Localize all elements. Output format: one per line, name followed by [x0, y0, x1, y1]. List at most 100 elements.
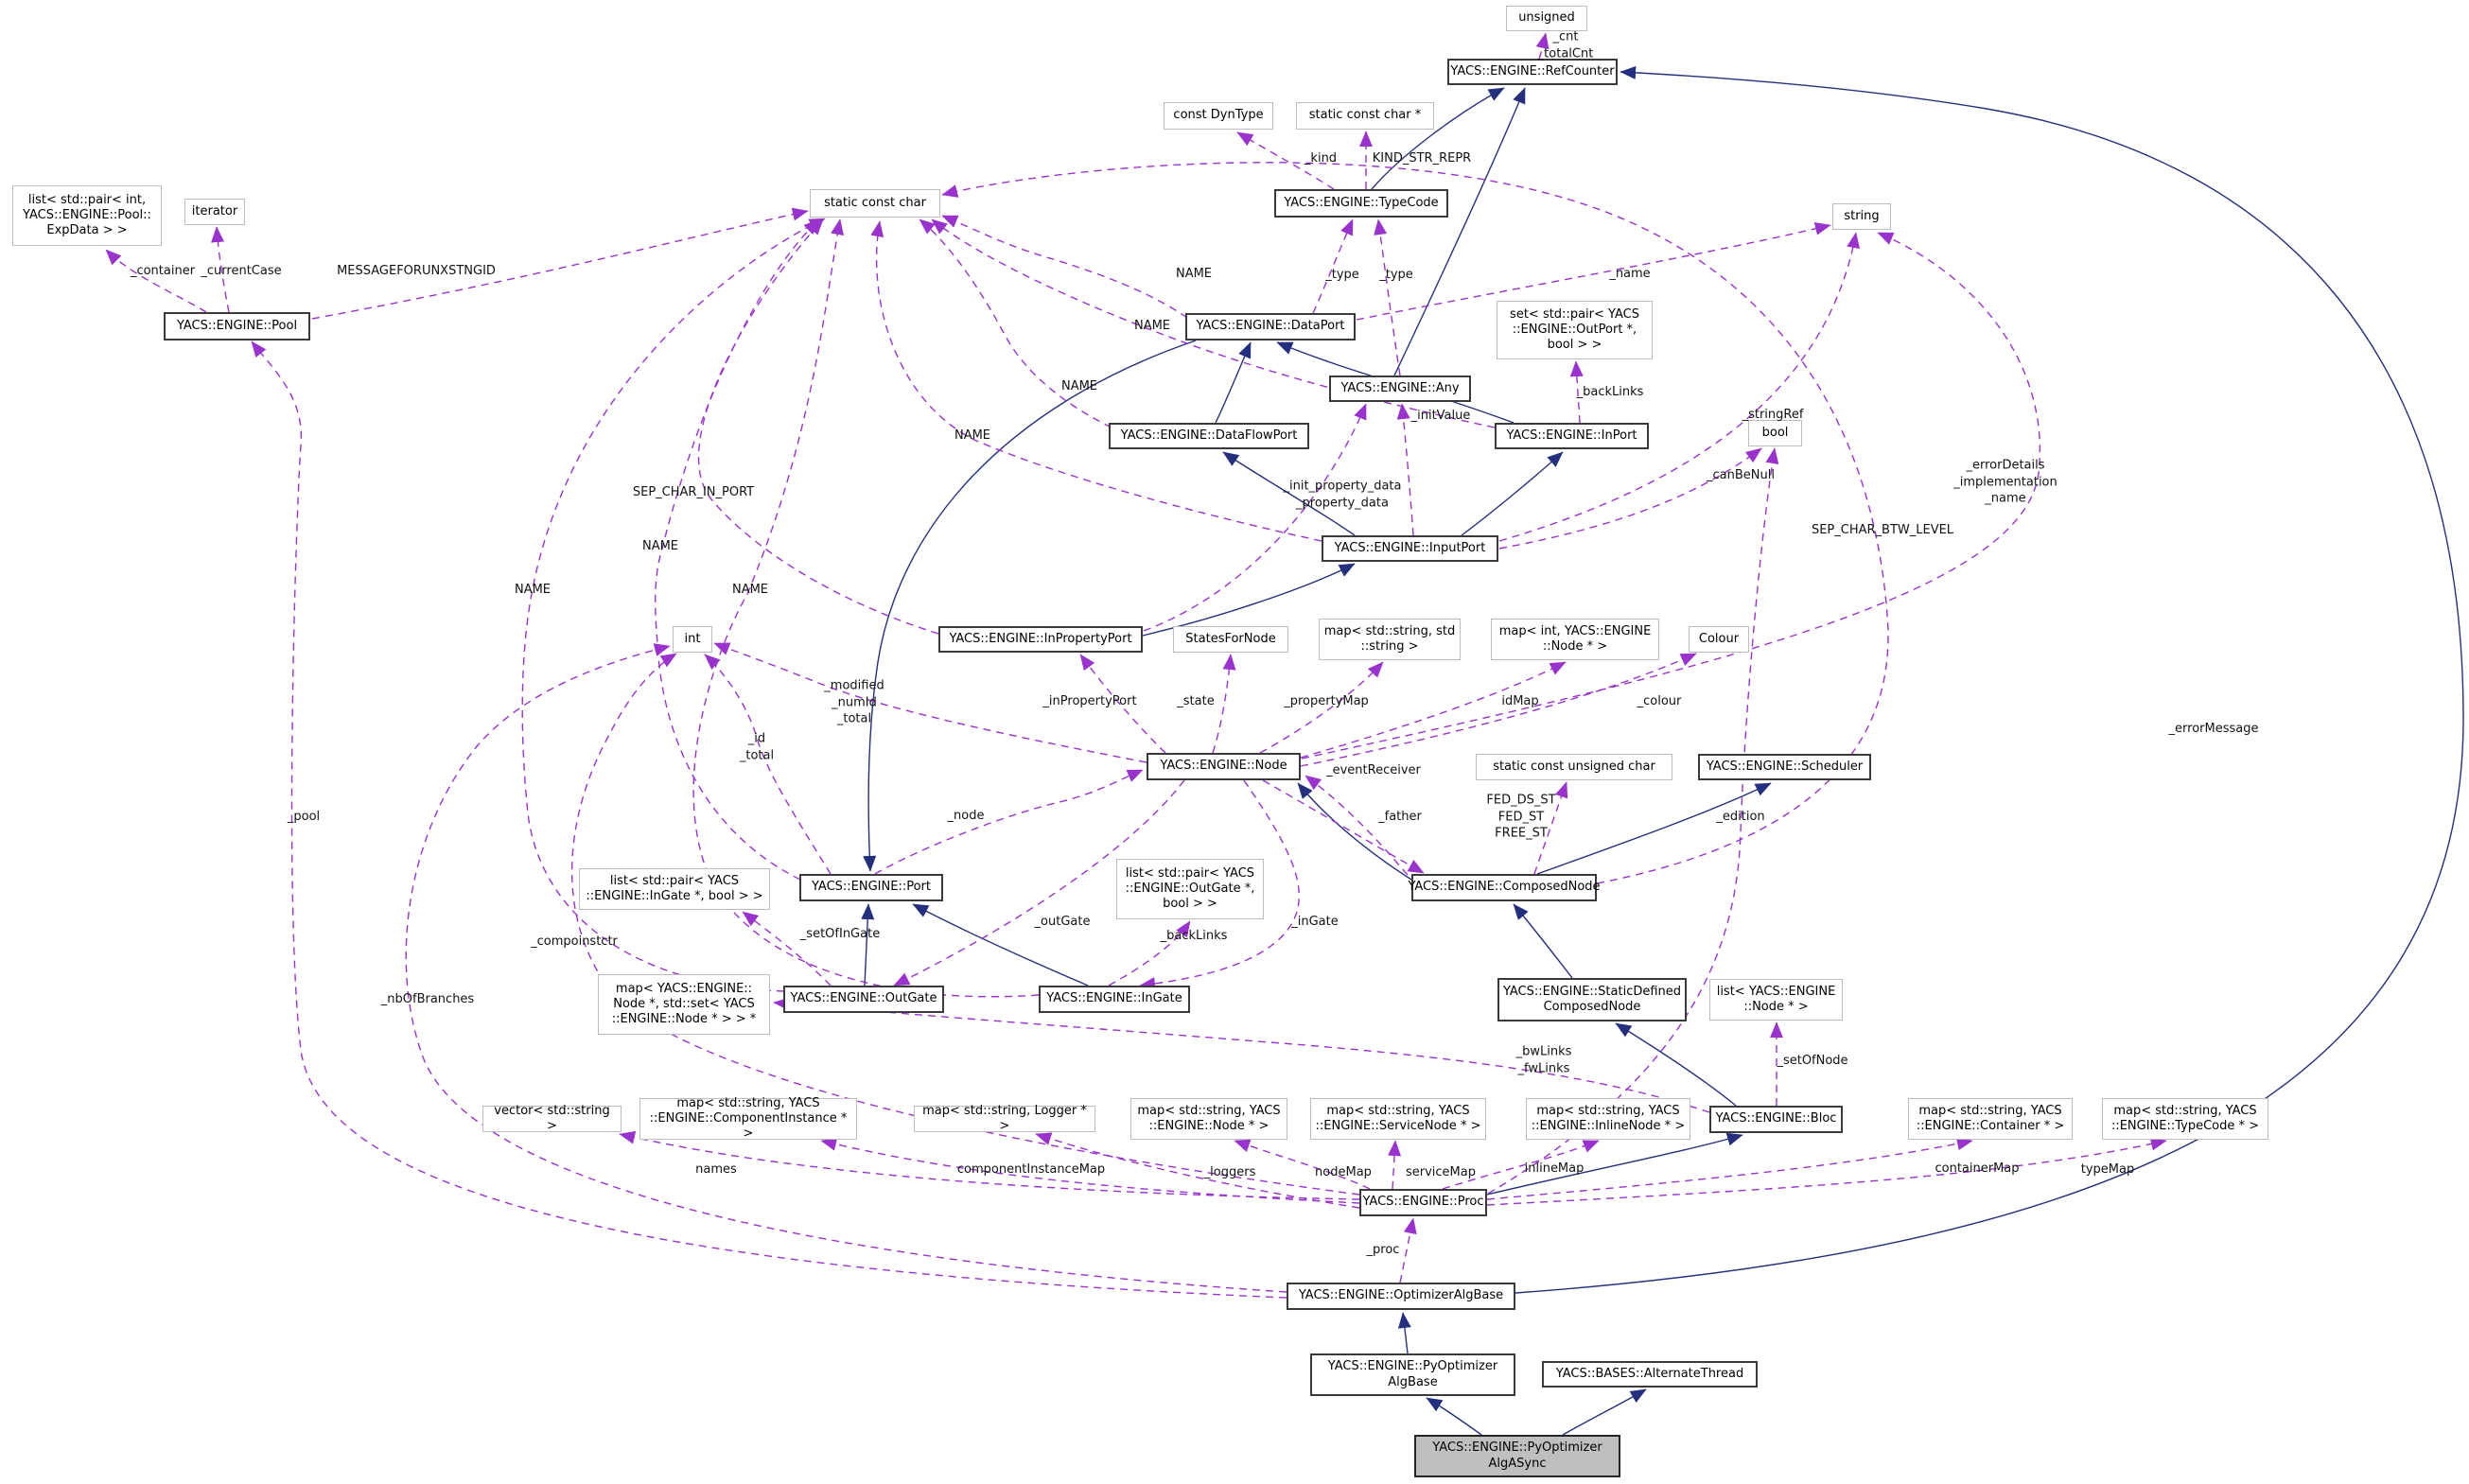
type-node-int: int	[673, 626, 712, 653]
edge-label-canbenull: _canBeNull	[1707, 468, 1775, 483]
edge-label-fed-states: FED_DS_ST FED_ST FREE_ST	[1486, 793, 1556, 841]
edge-label-compoinstctr: _compoinstctr	[531, 934, 618, 950]
edge-label-eventreceiver: _eventReceiver	[1326, 763, 1421, 778]
type-node-static-const-char-ptr: static const char *	[1296, 102, 1434, 130]
type-node-map-servicenode: map< std::string, YACS ::ENGINE::Service…	[1310, 1098, 1486, 1140]
class-node-scheduler[interactable]: YACS::ENGINE::Scheduler	[1698, 754, 1871, 780]
type-node-map-string-string: map< std::string, std ::string >	[1319, 619, 1461, 660]
type-node-const-dyntype: const DynType	[1164, 102, 1273, 130]
type-node-map-typecode: map< std::string, YACS ::ENGINE::TypeCod…	[2102, 1098, 2268, 1140]
edge-label-id-total: _id _total	[739, 731, 775, 762]
edge-label-init-property-data: _init_property_data _property_data	[1283, 479, 1402, 510]
type-node-set-outport-bool: set< std::pair< YACS ::ENGINE::OutPort *…	[1497, 301, 1653, 359]
edge-label-loggers: _loggers	[1203, 1165, 1256, 1180]
edge-label-pool: _pool	[287, 810, 321, 825]
class-node-bloc[interactable]: YACS::ENGINE::Bloc	[1709, 1106, 1843, 1133]
edge-label-father: _father	[1378, 810, 1422, 825]
edge-label-inpropertyport: _inPropertyPort	[1042, 694, 1137, 709]
edge-label-cnt-totalcnt: _cnt _totalCnt	[1537, 29, 1594, 61]
edge-label-messageforunxstngid: MESSAGEFORUNXSTNGID	[337, 264, 496, 279]
class-node-refcounter[interactable]: YACS::ENGINE::RefCounter	[1447, 59, 1618, 85]
class-node-alternatethread[interactable]: YACS::BASES::AlternateThread	[1542, 1361, 1758, 1388]
type-node-map-componentinstance: map< std::string, YACS ::ENGINE::Compone…	[639, 1096, 857, 1141]
class-node-optimizeralgbase[interactable]: YACS::ENGINE::OptimizerAlgBase	[1287, 1283, 1515, 1310]
edge-label-componentinstancemap: componentInstanceMap	[956, 1162, 1106, 1178]
edge-label-kind: _kind	[1304, 151, 1338, 166]
edge-label-name-member: _name	[1609, 267, 1651, 282]
class-node-any[interactable]: YACS::ENGINE::Any	[1329, 375, 1471, 402]
edge-label-node: _node	[947, 809, 985, 824]
edge-label-initvalue: _initValue	[1410, 409, 1471, 424]
class-node-inpropertyport[interactable]: YACS::ENGINE::InPropertyPort	[938, 626, 1143, 653]
edge-label-colour: _colour	[1637, 694, 1682, 709]
edge-label-name-port: NAME	[641, 539, 679, 554]
class-node-pool[interactable]: YACS::ENGINE::Pool	[164, 312, 310, 340]
edge-label-errormessage: _errorMessage	[2168, 722, 2259, 737]
class-node-inputport[interactable]: YACS::ENGINE::InputPort	[1322, 535, 1498, 562]
type-node-list-outgate-bool: list< std::pair< YACS ::ENGINE::OutGate …	[1116, 859, 1264, 919]
edge-label-backlinks-ingate: _backLinks	[1160, 929, 1228, 944]
type-node-map-container: map< std::string, YACS ::ENGINE::Contain…	[1908, 1098, 2073, 1140]
edge-label-names: names	[695, 1162, 737, 1178]
edge-label-nodemap: nodeMap	[1315, 1165, 1372, 1180]
class-node-typecode[interactable]: YACS::ENGINE::TypeCode	[1274, 189, 1448, 218]
edge-label-state: _state	[1177, 694, 1215, 709]
edge-label-edition: _edition	[1716, 810, 1765, 825]
edge-label-name-ingate: NAME	[731, 583, 769, 598]
edge-label-backlinks-inport: _backLinks	[1576, 385, 1644, 400]
type-node-unsigned: unsigned	[1506, 6, 1587, 31]
type-node-map-node-set: map< YACS::ENGINE:: Node *, std::set< YA…	[598, 974, 770, 1035]
type-node-map-int-node: map< int, YACS::ENGINE ::Node * >	[1491, 619, 1659, 660]
edge-label-containermap: containerMap	[1935, 1161, 2020, 1177]
edge-label-sep-char-in-port: SEP_CHAR_IN_PORT	[632, 485, 755, 500]
type-node-static-const-char: static const char	[810, 189, 940, 218]
edge-label-sep-char-btw-level: SEP_CHAR_BTW_LEVEL	[1811, 523, 1954, 538]
edge-label-type-any: _type	[1379, 268, 1413, 283]
type-node-colour: Colour	[1689, 626, 1749, 653]
edge-label-name-inport: NAME	[1133, 319, 1171, 334]
class-node-inport[interactable]: YACS::ENGINE::InPort	[1495, 423, 1649, 449]
class-node-dataport[interactable]: YACS::ENGINE::DataPort	[1185, 313, 1356, 340]
edge-label-inlinemap: inlineMap	[1524, 1161, 1585, 1177]
edge-label-ingate: _inGate	[1291, 915, 1339, 930]
type-node-map-logger: map< std::string, Logger * >	[914, 1104, 1095, 1133]
edge-label-container: _container	[130, 264, 196, 279]
type-node-map-inlinenode: map< std::string, YACS ::ENGINE::InlineN…	[1526, 1098, 1690, 1140]
edge-label-name-outgate: NAME	[514, 583, 552, 598]
class-node-pyoptimizeralgbase[interactable]: YACS::ENGINE::PyOptimizer AlgBase	[1310, 1353, 1515, 1396]
type-node-iterator: iterator	[184, 199, 245, 225]
edge-label-typemap: typeMap	[2080, 1162, 2135, 1178]
type-node-list-expdata: list< std::pair< int, YACS::ENGINE::Pool…	[12, 185, 162, 246]
edge-label-name-dataflowport: NAME	[1060, 379, 1098, 394]
edge-label-type-dataport: _type	[1325, 268, 1359, 283]
class-node-port[interactable]: YACS::ENGINE::Port	[799, 874, 943, 901]
class-node-proc[interactable]: YACS::ENGINE::Proc	[1359, 1189, 1487, 1216]
class-node-dataflowport[interactable]: YACS::ENGINE::DataFlowPort	[1109, 423, 1309, 449]
edge-label-errordetails-implementation-name: _errorDetails _implementation _name	[1953, 458, 2058, 506]
type-node-bool: bool	[1748, 420, 1802, 446]
edge-label-setofingate: _setOfInGate	[799, 927, 881, 942]
edge-label-proc: _proc	[1366, 1243, 1400, 1258]
edge-label-currentcase: _currentCase	[201, 264, 282, 279]
class-node-outgate[interactable]: YACS::ENGINE::OutGate	[783, 986, 944, 1013]
type-node-map-string-node: map< std::string, YACS ::ENGINE::Node * …	[1130, 1098, 1287, 1140]
edge-label-stringref: _stringRef	[1742, 408, 1804, 423]
edge-label-idmap: idMap	[1501, 694, 1539, 709]
edge-label-servicemap: serviceMap	[1405, 1165, 1477, 1180]
edge-label-outgate: _outGate	[1034, 915, 1091, 930]
class-node-composednode[interactable]: YACS::ENGINE::ComposedNode	[1408, 874, 1601, 901]
edge-label-bwlinks-fwlinks: _bwLinks _fwLinks	[1515, 1044, 1572, 1075]
class-node-ingate[interactable]: YACS::ENGINE::InGate	[1039, 986, 1190, 1013]
class-node-pyoptimizeralgasync-current: YACS::ENGINE::PyOptimizer AlgASync	[1414, 1435, 1620, 1477]
edge-label-propertymap: _propertyMap	[1284, 694, 1369, 709]
class-node-staticdefinedcomposednode[interactable]: YACS::ENGINE::StaticDefined ComposedNode	[1497, 978, 1687, 1021]
type-node-list-ingate-bool: list< std::pair< YACS ::ENGINE::InGate *…	[579, 868, 770, 910]
type-node-vector-string: vector< std::string >	[482, 1104, 622, 1133]
type-node-statesfornode: StatesForNode	[1173, 626, 1288, 653]
edge-label-kind-str-repr: KIND_STR_REPR	[1372, 151, 1472, 166]
edge-label-name-dataport: NAME	[1175, 267, 1213, 282]
class-node-node[interactable]: YACS::ENGINE::Node	[1147, 753, 1301, 780]
edge-label-nbofbranches: _nbOfBranches	[380, 992, 475, 1007]
